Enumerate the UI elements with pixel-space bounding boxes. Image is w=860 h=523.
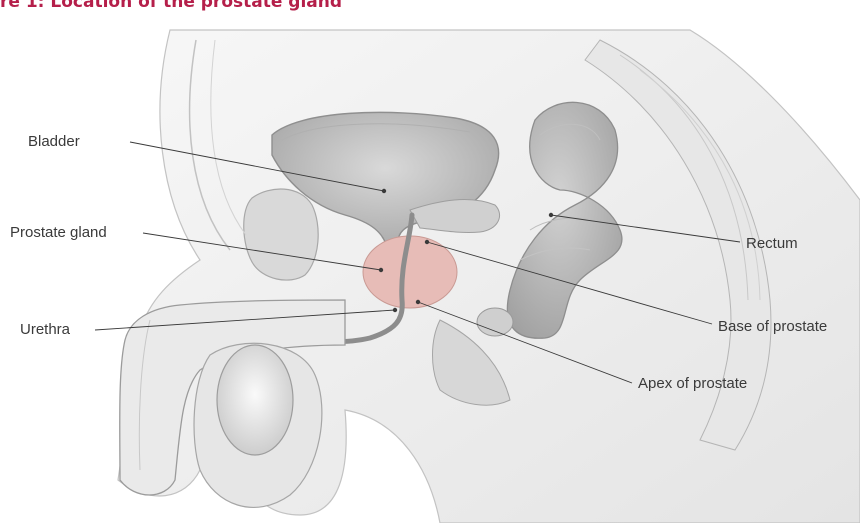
testis: [217, 345, 293, 455]
svg-text:Bladder: Bladder: [28, 133, 80, 150]
svg-text:Apex of prostate: Apex of prostate: [638, 375, 747, 392]
svg-text:Urethra: Urethra: [20, 321, 71, 338]
svg-text:Rectum: Rectum: [746, 235, 798, 252]
svg-text:Prostate gland: Prostate gland: [10, 224, 107, 241]
svg-text:Base of prostate: Base of prostate: [718, 318, 827, 335]
pubic-bone: [244, 189, 318, 280]
